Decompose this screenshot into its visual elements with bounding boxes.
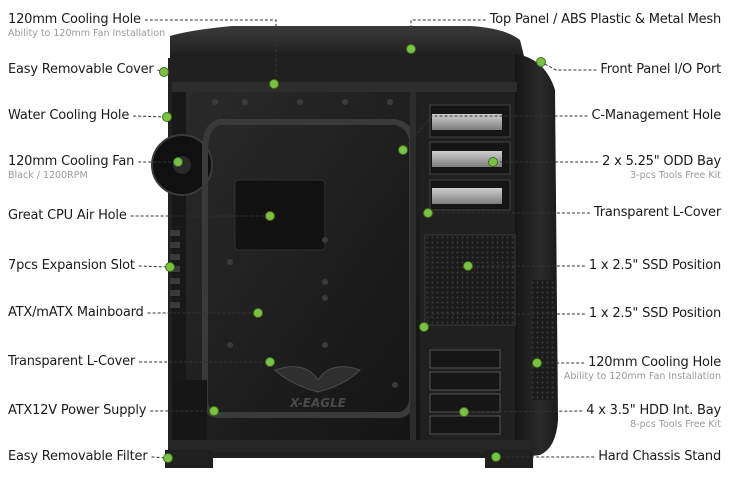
expansion-slot-dot: [165, 262, 175, 272]
cooling-hole-top-label: 120mm Cooling Hole: [8, 12, 141, 27]
interior-panel: [180, 92, 420, 440]
ssd-1-dot: [463, 261, 473, 271]
cpu-hole: [234, 179, 326, 251]
cooling-hole-top-sublabel: Ability to 120mm Fan Installation: [8, 28, 166, 39]
ssd-area: [424, 234, 516, 326]
foot-left: [165, 450, 213, 468]
c-management-label: C-Management Hole: [591, 108, 722, 123]
cooling-hole-front-sublabel: Ability to 120mm Fan Installation: [563, 371, 721, 382]
water-cooling-hole-dot: [162, 112, 172, 122]
water-cooling-hole-label: Water Cooling Hole: [8, 108, 130, 123]
removable-filter-leader: [151, 456, 169, 459]
chamber-divider: [410, 92, 416, 442]
ssd-2-leader: [423, 313, 585, 328]
hdd-bay-sublabel: 8-pcs Tools Free Kit: [630, 419, 721, 430]
ssd-2-label: 1 x 2.5" SSD Position: [588, 306, 721, 321]
hdd-bays: [429, 349, 501, 435]
c-management-dot: [398, 145, 408, 155]
cpu-air-hole-label: Great CPU Air Hole: [8, 208, 127, 223]
removable-filter-dot: [163, 453, 173, 463]
expansion-slot-label: 7pcs Expansion Slot: [8, 258, 135, 273]
chassis-stand-label: Hard Chassis Stand: [598, 449, 721, 464]
l-cover-left-label: Transparent L-Cover: [8, 354, 136, 369]
standoffs: [212, 99, 398, 388]
psu-area: [172, 380, 207, 440]
cooling-hole-top-leader: [144, 19, 277, 84]
l-cover-right-label: Transparent L-Cover: [593, 205, 721, 220]
front-io-leader: [540, 61, 597, 71]
odd-bay-sublabel: 3-pcs Tools Free Kit: [630, 170, 721, 181]
power-supply-dot: [209, 406, 219, 416]
mainboard-label: ATX/mATX Mainboard: [8, 305, 144, 320]
top-panel-label: Top Panel / ABS Plastic & Metal Mesh: [489, 12, 721, 27]
water-cooling-hole-leader: [133, 115, 168, 118]
case-body: X-EAGLE: [151, 26, 558, 468]
front-mesh: [532, 280, 554, 400]
eagle-logo-text: X-EAGLE: [289, 396, 347, 410]
removable-cover-dot: [159, 67, 169, 77]
chassis-stand-dot: [491, 452, 501, 462]
c-management-leader: [402, 115, 588, 151]
cooling-hole-top-dot: [269, 79, 279, 89]
eagle-logo: X-EAGLE: [274, 366, 361, 410]
power-supply-label: ATX12V Power Supply: [8, 403, 147, 418]
bottom-rail: [168, 440, 530, 452]
cooling-fan-dot: [173, 157, 183, 167]
top-panel-shape: [170, 26, 525, 62]
mainboard-dot: [253, 308, 263, 318]
removable-filter-label: Easy Removable Filter: [8, 449, 148, 464]
removable-cover-label: Easy Removable Cover: [8, 62, 154, 77]
top-rail: [172, 82, 517, 92]
cooling-fan-label: 120mm Cooling Fan: [8, 154, 135, 169]
cooling-fan-sublabel: Black / 1200RPM: [8, 170, 88, 181]
leader-lines: [130, 19, 599, 459]
front-io-label: Front Panel I/O Port: [600, 62, 721, 77]
l-cover-outline: [202, 119, 415, 418]
top-panel-dot: [406, 44, 416, 54]
cooling-hole-front-label: 120mm Cooling Hole: [588, 355, 721, 370]
callout-dots: [159, 44, 546, 463]
hdd-bay-label: 4 x 3.5" HDD Int. Bay: [586, 403, 721, 418]
ssd-1-label: 1 x 2.5" SSD Position: [588, 258, 721, 273]
odd-bay-dot: [488, 157, 498, 167]
ssd-2-dot: [419, 322, 429, 332]
expansion-slots: [170, 230, 180, 308]
odd-bay-label: 2 x 5.25" ODD Bay: [602, 154, 721, 169]
cooling-hole-front-dot: [532, 358, 542, 368]
front-io-dot: [536, 57, 546, 67]
hdd-bay-dot: [459, 407, 469, 417]
l-cover-left-dot: [265, 357, 275, 367]
cpu-air-hole-dot: [265, 211, 275, 221]
l-cover-right-dot: [423, 208, 433, 218]
expansion-slot-leader: [138, 265, 171, 268]
odd-bays: [429, 104, 511, 211]
